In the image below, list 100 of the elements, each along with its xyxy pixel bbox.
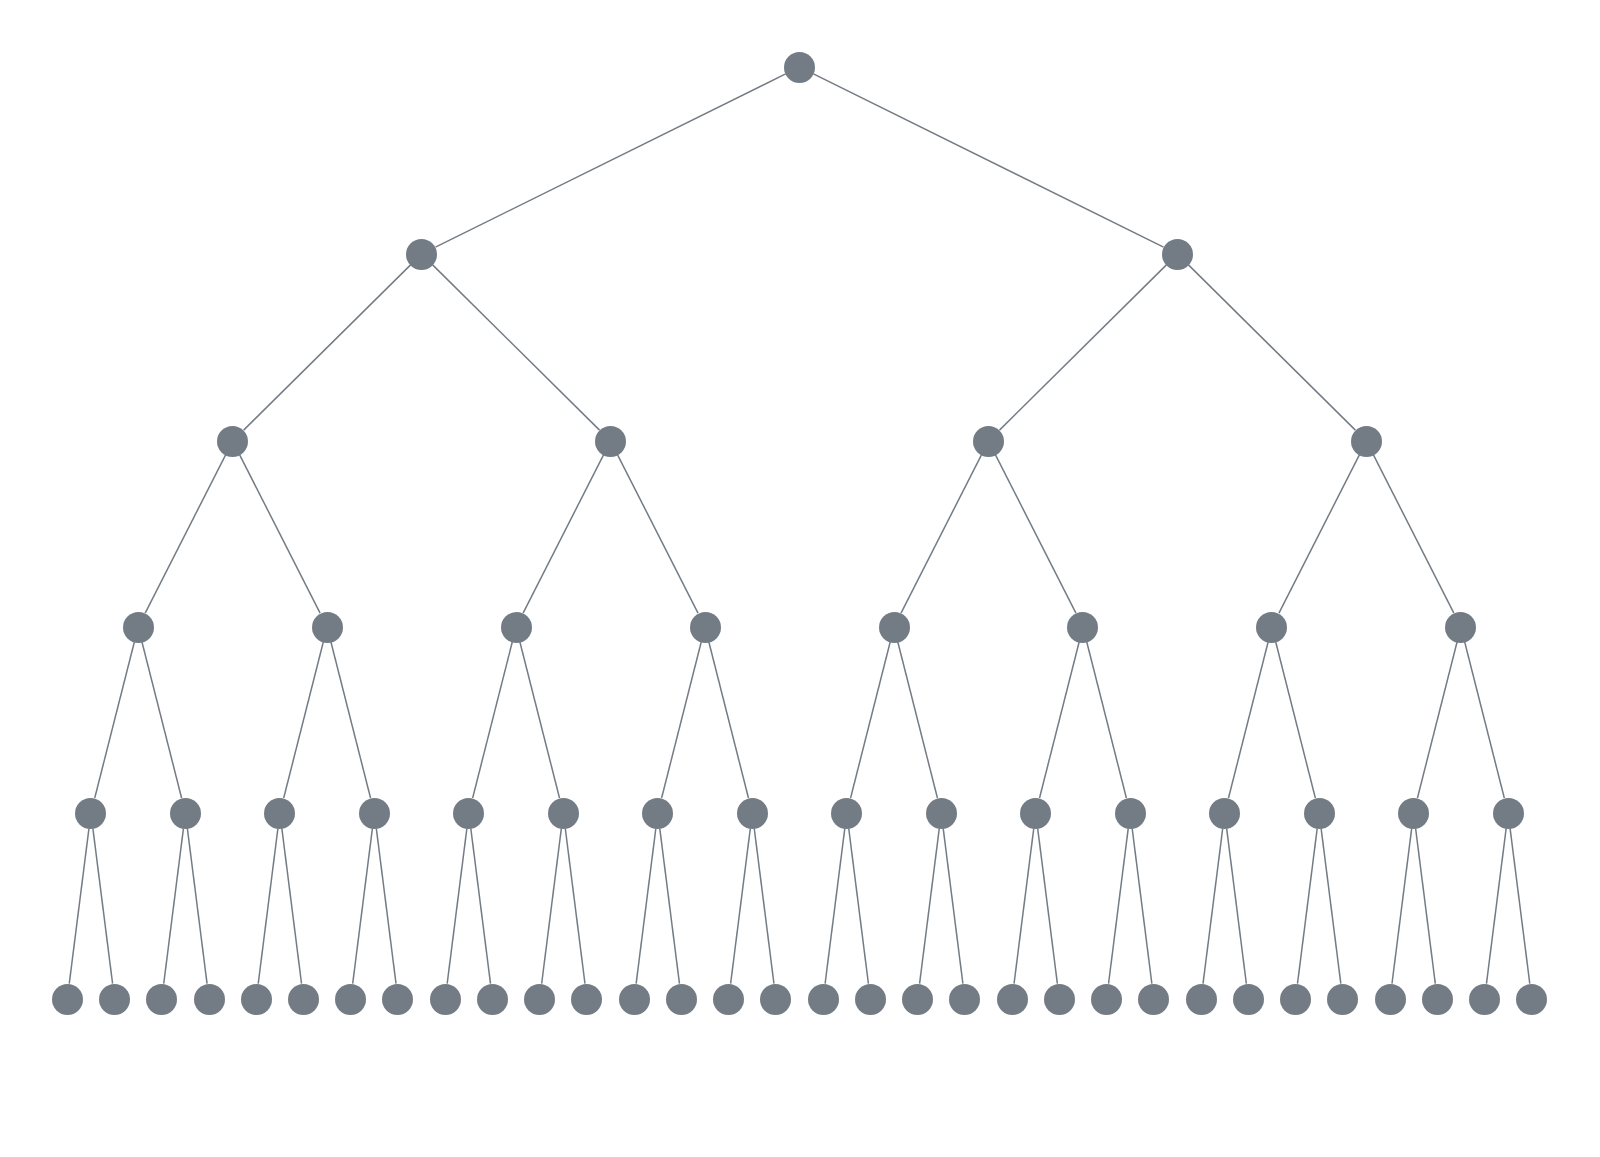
tree-node [1350,425,1382,457]
tree-node [1492,797,1524,829]
tree-node [784,51,815,83]
connector-line [434,73,787,248]
connector-line [897,641,939,799]
connector-line [564,827,586,985]
connector-line [1391,827,1413,985]
connector-line [163,827,185,985]
connector-line [281,827,303,985]
connector-line [824,827,846,985]
connector-line [351,827,374,985]
tree-node [99,983,131,1015]
tree-node [500,611,532,643]
connector-line [1296,827,1318,985]
connector-line [635,827,657,985]
connector-line [1463,641,1506,799]
tree-node [595,425,627,457]
connector-line [998,264,1168,431]
connector-line [994,454,1077,614]
connector-line [1278,454,1361,614]
tree-node [169,797,201,829]
tree-node [571,983,603,1015]
connector-line [144,454,227,614]
tree-node [429,983,461,1015]
tree-node [75,797,107,829]
connector-line [812,73,1165,248]
tree-node [1327,983,1359,1015]
tree-node [1043,983,1075,1015]
tree-node [949,983,981,1015]
tree-node [358,797,390,829]
tree-node [1232,983,1264,1015]
tree-node [1209,797,1241,829]
connector-line [375,827,397,985]
tree-node [760,983,792,1015]
connector-line [141,641,183,799]
connector-line [729,827,752,985]
connector-line [238,454,321,614]
connector-line [242,264,412,431]
tree-node [807,983,839,1015]
tree-node [547,797,579,829]
tree-node [1303,797,1335,829]
connector-line [1038,641,1080,799]
tree-node [1185,983,1217,1015]
tree-node [122,611,154,643]
tree-node [1445,611,1477,643]
tree-node [1091,983,1123,1015]
connector-line [540,827,563,985]
tree-node [1020,797,1052,829]
connector-line [1086,641,1128,799]
connector-line [186,827,208,985]
tree-node [618,983,650,1015]
connector-line [471,641,513,799]
tree-node [453,797,485,829]
tree-node [51,983,83,1015]
tree-node [476,983,508,1015]
tree-node [689,611,721,643]
connector-line [1187,264,1357,431]
tree-node [996,983,1028,1015]
connector-line [1485,827,1507,985]
tree-node [146,983,178,1015]
tree-node [1138,983,1170,1015]
tree-node [288,983,319,1015]
connector-line [446,827,468,985]
connector-line [847,827,870,985]
tree-node [854,983,886,1015]
connector-line [68,827,90,985]
tree-node [878,611,910,643]
tree-node [713,983,745,1015]
tree-node [1161,238,1193,270]
connector-line [1414,827,1437,985]
tree-node [1421,983,1453,1015]
connector-line [257,827,279,985]
connector-line [1202,827,1224,985]
tree-node [524,983,556,1015]
tree-node [335,983,367,1015]
connector-line [1227,641,1269,799]
connector-line [918,827,941,985]
connector-line [1372,454,1455,614]
connector-line [660,641,702,799]
connector-line [942,827,964,985]
connector-line [94,641,136,799]
connector-line [849,641,891,799]
tree-node [831,797,863,829]
connector-line [1509,827,1531,985]
tree-node [642,797,674,829]
tree-node [1280,983,1312,1015]
connector-line [1275,641,1317,799]
connector-line [616,454,699,614]
tree-node [264,797,296,829]
tree-node [382,983,414,1015]
connector-line [753,827,775,985]
connector-line [431,264,601,431]
tree-node [240,983,272,1015]
tree-node [1256,611,1288,643]
connector-line [282,641,325,799]
connector-line [92,827,114,985]
tree-node [1067,611,1099,643]
connector-line [470,827,492,985]
tree-node [925,797,957,829]
tree-node [1398,797,1430,829]
